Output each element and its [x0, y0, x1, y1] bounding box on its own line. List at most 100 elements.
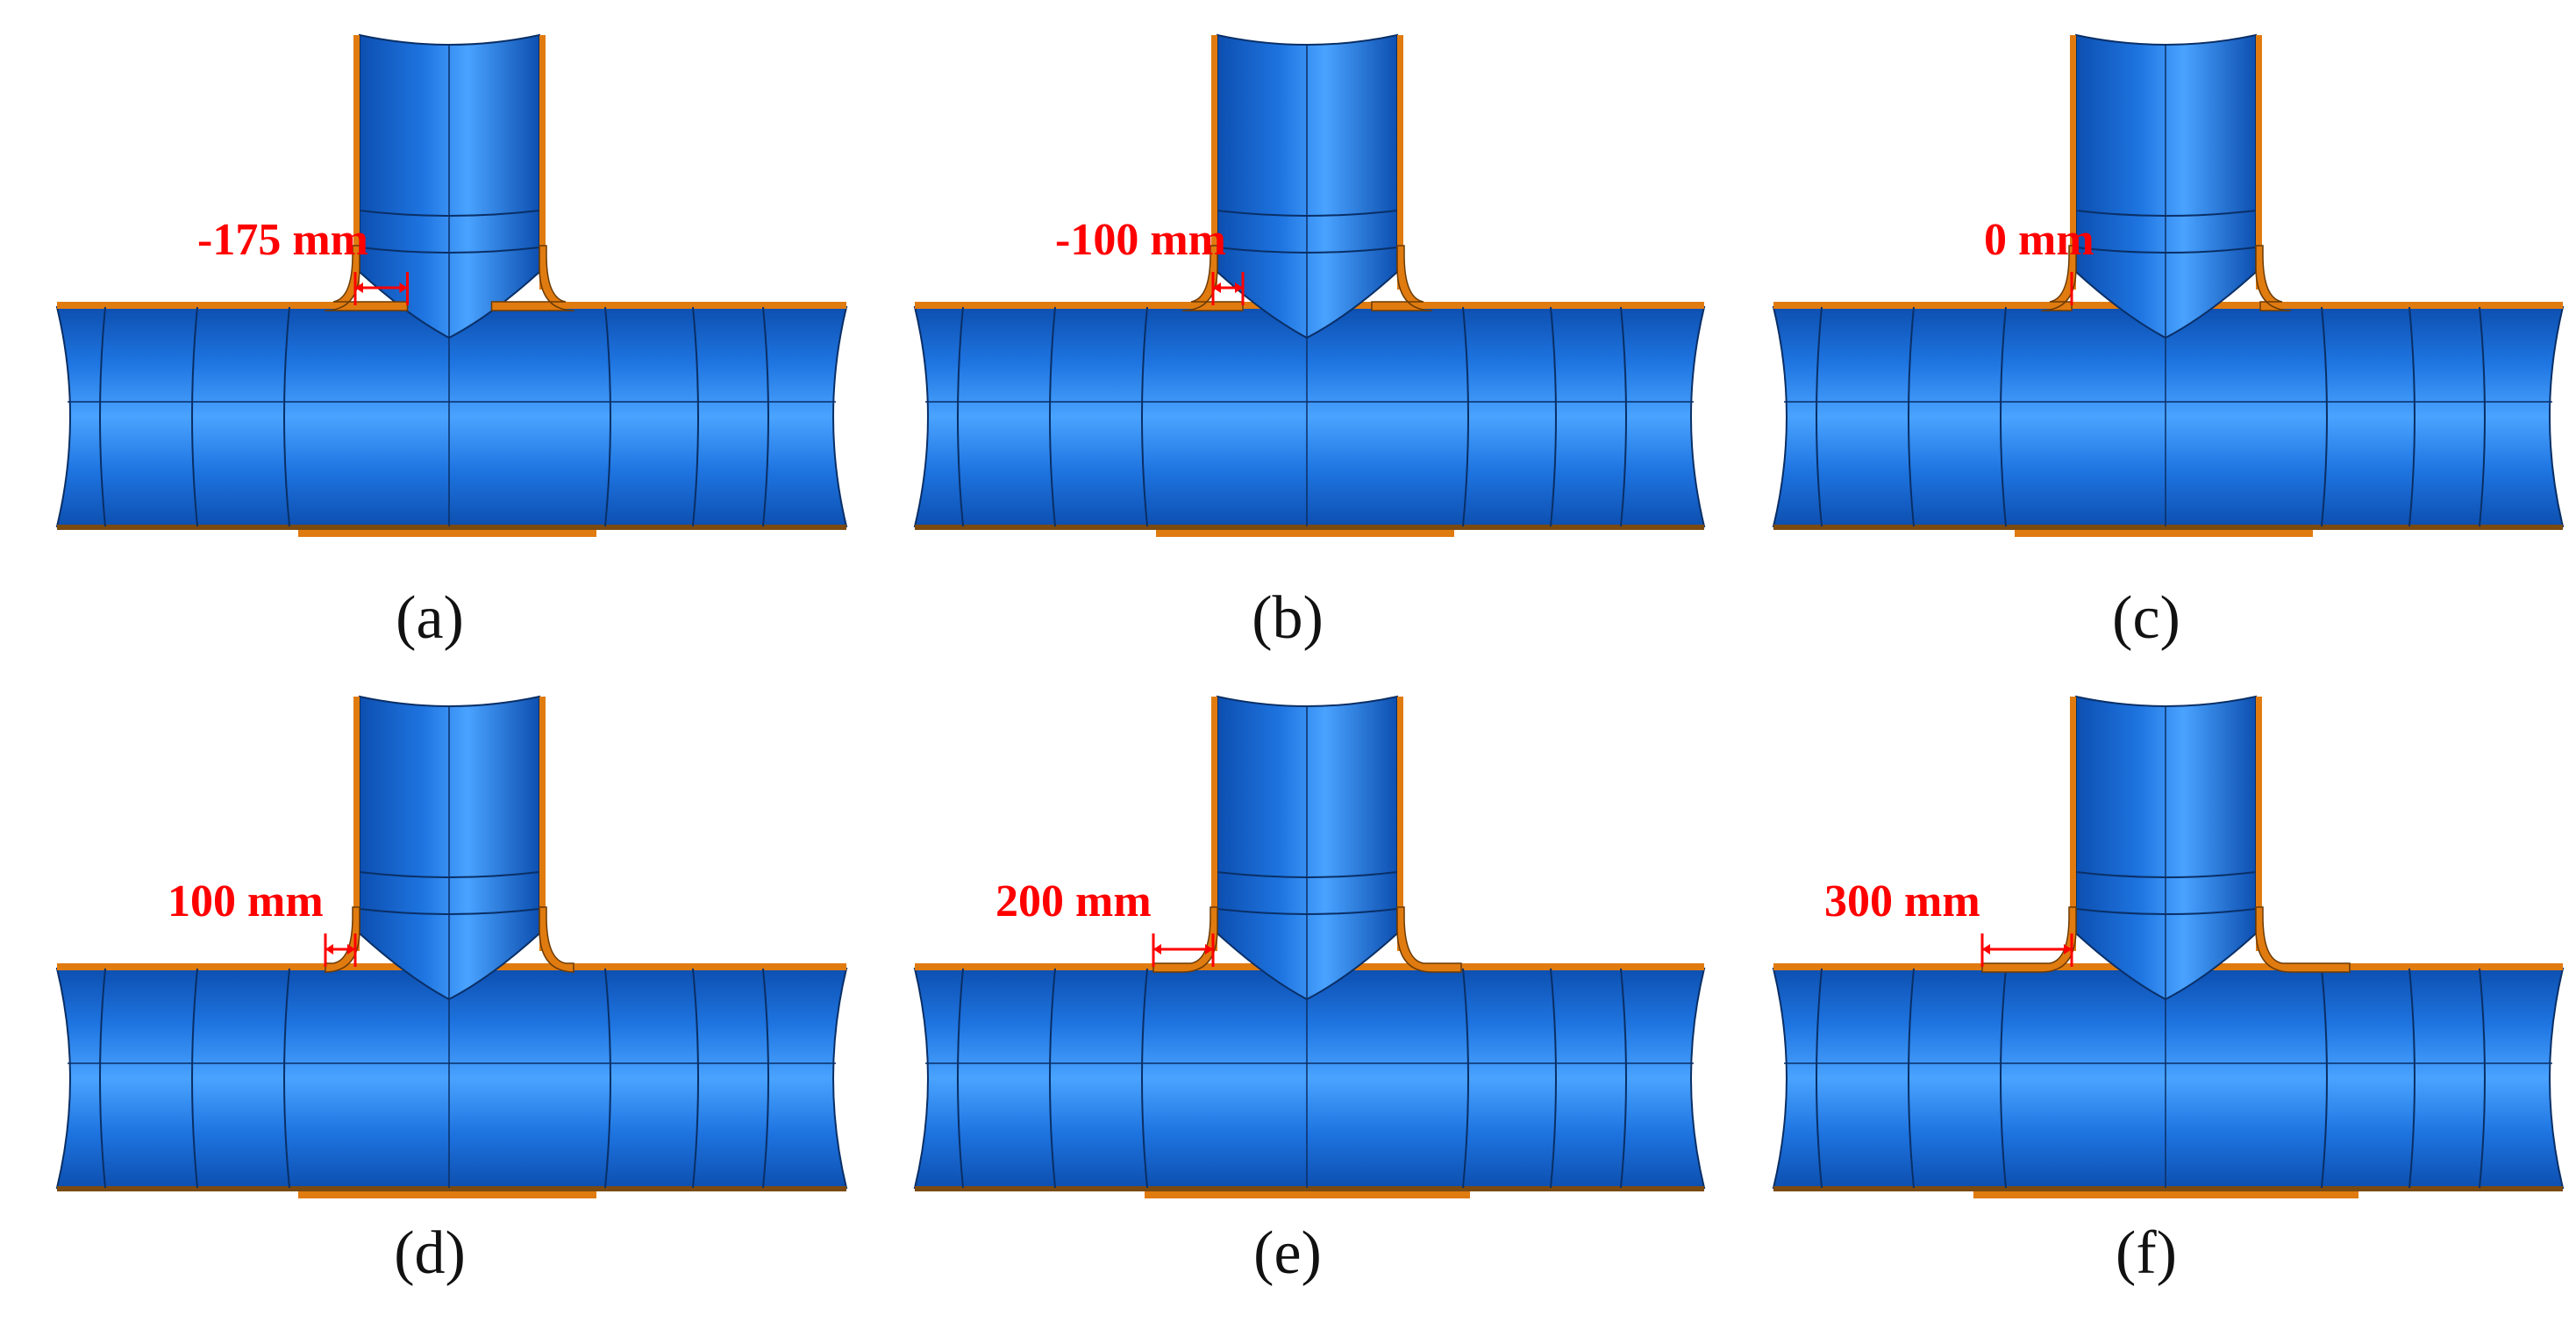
- panel-a: -175 mm (a): [0, 0, 860, 662]
- branch-right-wall-d: [539, 697, 546, 951]
- left-sleeve-a: [324, 245, 409, 311]
- main-ring-line-c-5: [2479, 306, 2486, 527]
- branch-ring-line-e: [1217, 871, 1398, 878]
- main-ring-line-b-1: [1049, 306, 1056, 527]
- main-ring-line-e-1: [1049, 968, 1056, 1189]
- main-ring-line-a-4: [692, 306, 699, 527]
- branch-ring-line-a: [359, 210, 540, 217]
- left-sleeve-d: [324, 906, 360, 973]
- main-pipe-d: [55, 968, 848, 1189]
- panel-c: 0 mm (c): [1716, 0, 2576, 662]
- dimension-arrow-left-f: [1982, 944, 1990, 955]
- dimension-arrow-right-a: [399, 282, 408, 293]
- tee-model-a: [55, 33, 848, 537]
- main-ring-line-f-1: [1908, 968, 1915, 1189]
- main-ring-line-d-0: [99, 968, 106, 1189]
- right-sleeve-a: [490, 245, 575, 311]
- branch-ring-line2-e: [1217, 908, 1398, 915]
- main-pipe-a: [55, 306, 848, 527]
- branch-left-wall-f: [2070, 697, 2076, 951]
- main-ring-line-b-5: [1620, 306, 1627, 527]
- tee-model-c: [1772, 33, 2565, 537]
- main-ring-line-c-1: [1908, 306, 1915, 527]
- main-ring-line-c-4: [2408, 306, 2415, 527]
- main-pipe-bottom-wall-f: [1773, 1186, 2563, 1191]
- right-sleeve-e: [1396, 906, 1462, 973]
- branch-ring-line2-a: [359, 247, 540, 254]
- main-ring-line-e-0: [957, 968, 964, 1189]
- offset-label-c: 0 mm: [1984, 215, 2094, 265]
- right-sleeve-c: [2255, 245, 2292, 311]
- offset-label-d: 100 mm: [168, 876, 324, 926]
- dimension-arrow-right-e: [1205, 944, 1213, 955]
- main-ring-line-f-2: [2000, 968, 2007, 1189]
- branch-right-wall-f: [2256, 697, 2262, 951]
- main-ring-line-d-1: [191, 968, 198, 1189]
- main-ring-line-e-5: [1620, 968, 1627, 1189]
- main-ring-line-c-2: [2000, 306, 2007, 527]
- main-ring-line-e-4: [1550, 968, 1557, 1189]
- main-ring-line-b-2: [1141, 306, 1148, 527]
- branch-ring-line-f: [2075, 871, 2257, 878]
- left-sleeve-c: [2040, 245, 2077, 311]
- main-ring-line-a-1: [191, 306, 198, 527]
- main-pipe-c: [1772, 306, 2565, 527]
- dimension-arrow-left-a: [355, 282, 363, 293]
- main-ring-line-a-3: [604, 306, 611, 527]
- main-pipe-bottom-wall-c: [1773, 525, 2563, 530]
- tee-model-f: [1772, 695, 2565, 1198]
- dimension-arrow-left-e: [1153, 944, 1161, 955]
- branch-ring-line2-f: [2075, 908, 2257, 915]
- branch-left-wall-b: [1211, 35, 1217, 290]
- main-ring-line-c-3: [2321, 306, 2328, 527]
- right-sleeve-b: [1371, 245, 1433, 311]
- dimension-arrow-left-b: [1213, 282, 1221, 293]
- caption-e: (e): [1253, 1219, 1322, 1287]
- main-ring-line-b-0: [957, 306, 964, 527]
- dimension-arrow-right-f: [2064, 944, 2072, 955]
- main-ring-line-d-2: [283, 968, 290, 1189]
- caption-d: (d): [394, 1219, 466, 1287]
- main-ring-line-a-5: [762, 306, 769, 527]
- offset-label-f: 300 mm: [1824, 876, 1980, 926]
- main-ring-line-b-4: [1550, 306, 1557, 527]
- main-pipe-e: [913, 968, 1706, 1189]
- branch-left-wall-d: [353, 697, 360, 951]
- panel-f: 300 mm (f): [1716, 662, 2576, 1323]
- main-ring-line-d-3: [604, 968, 611, 1189]
- dimension-arrow-right-d: [347, 944, 355, 955]
- branch-ring-line2-c: [2075, 247, 2257, 254]
- dimension-arrow-right-b: [1235, 282, 1243, 293]
- offset-label-b: -100 mm: [1055, 215, 1226, 265]
- branch-ring-line-b: [1217, 210, 1398, 217]
- main-ring-line-f-0: [1816, 968, 1823, 1189]
- tee-model-b: [913, 33, 1706, 537]
- main-ring-line-e-3: [1462, 968, 1469, 1189]
- main-ring-line-c-0: [1816, 306, 1823, 527]
- panel-d: 100 mm (d): [0, 662, 860, 1323]
- caption-f: (f): [2116, 1219, 2177, 1287]
- main-ring-line-a-0: [99, 306, 106, 527]
- caption-a: (a): [396, 584, 464, 652]
- main-ring-line-f-3: [2321, 968, 2328, 1189]
- main-ring-line-a-2: [283, 306, 290, 527]
- offset-label-e: 200 mm: [995, 876, 1152, 926]
- main-ring-line-d-4: [692, 968, 699, 1189]
- main-pipe-bottom-wall-b: [915, 525, 1704, 530]
- main-ring-line-f-4: [2408, 968, 2415, 1189]
- panel-b: -100 mm (b): [858, 0, 1717, 662]
- caption-c: (c): [2112, 584, 2180, 652]
- left-sleeve-f: [1981, 906, 2077, 973]
- main-pipe-b: [913, 306, 1706, 527]
- branch-left-wall-e: [1211, 697, 1217, 951]
- main-ring-line-e-2: [1141, 968, 1148, 1189]
- right-sleeve-d: [539, 906, 575, 973]
- panel-e: 200 mm (e): [858, 662, 1717, 1323]
- right-sleeve-f: [2255, 906, 2351, 973]
- tee-model-e: [913, 695, 1706, 1198]
- left-sleeve-e: [1152, 906, 1218, 973]
- branch-ring-line-c: [2075, 210, 2257, 217]
- branch-ring-line2-b: [1217, 247, 1398, 254]
- main-pipe-bottom-wall-a: [57, 525, 846, 530]
- branch-ring-line2-d: [359, 908, 540, 915]
